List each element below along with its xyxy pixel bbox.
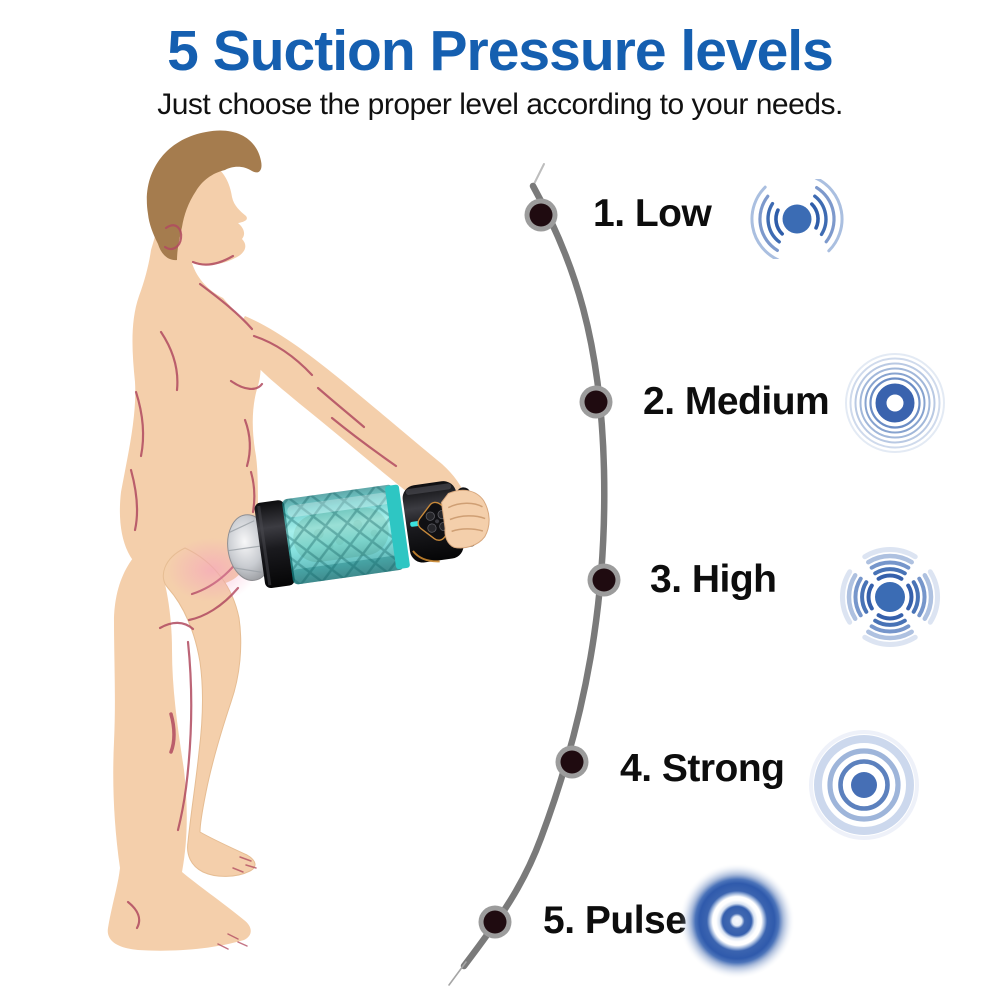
level-dot-4 (555, 745, 589, 779)
pad-button-down (427, 523, 437, 533)
strong-concentric-rings-icon (809, 730, 919, 840)
level-label-strong: 4. Strong (620, 747, 785, 791)
power-indicator-light (410, 521, 420, 527)
curve-line (460, 182, 608, 970)
control-highlight (405, 483, 452, 495)
device-teal-band (385, 484, 410, 570)
hand-finger-lines (447, 502, 486, 533)
level-curve (448, 163, 608, 986)
pulse-glow-rings-icon (679, 863, 795, 979)
pad-center (435, 519, 440, 524)
figure-hair (146, 130, 262, 261)
level-label-pulse: 5. Pulse (543, 899, 687, 943)
control-gold-trim (412, 550, 440, 563)
level-dot-1 (524, 198, 558, 232)
level-label-medium: 2. Medium (643, 380, 830, 424)
man-profile-figure (107, 130, 468, 951)
pad-button-left (425, 511, 435, 521)
page-title: 5 Suction Pressure levels (167, 19, 834, 83)
figure-far-leg (107, 542, 251, 951)
figure-near-leg (162, 547, 256, 877)
device-black-ring (254, 500, 295, 589)
level-dot-5 (478, 905, 512, 939)
cylinder-highlight (287, 492, 391, 518)
cylinder-shadow (292, 555, 404, 585)
level-dot-3 (587, 563, 621, 597)
device-lattice-texture (282, 484, 404, 585)
medium-ripple-rings-icon (845, 353, 945, 453)
level-label-high: 3. High (650, 558, 777, 602)
low-vibration-waves-icon (750, 179, 844, 259)
level-dot-2 (579, 385, 613, 419)
high-radiating-arcs-icon (835, 542, 941, 652)
cap-facet-lines (228, 520, 262, 573)
figure-torso-head (119, 166, 261, 586)
level-label-low: 1. Low (593, 192, 712, 236)
level-dots (478, 198, 621, 939)
ring-highlight (257, 505, 272, 586)
curve-top-taper (533, 163, 545, 185)
suction-device (227, 481, 490, 589)
page-subtitle: Just choose the proper level according t… (157, 88, 843, 121)
curve-bottom-taper (448, 961, 467, 986)
